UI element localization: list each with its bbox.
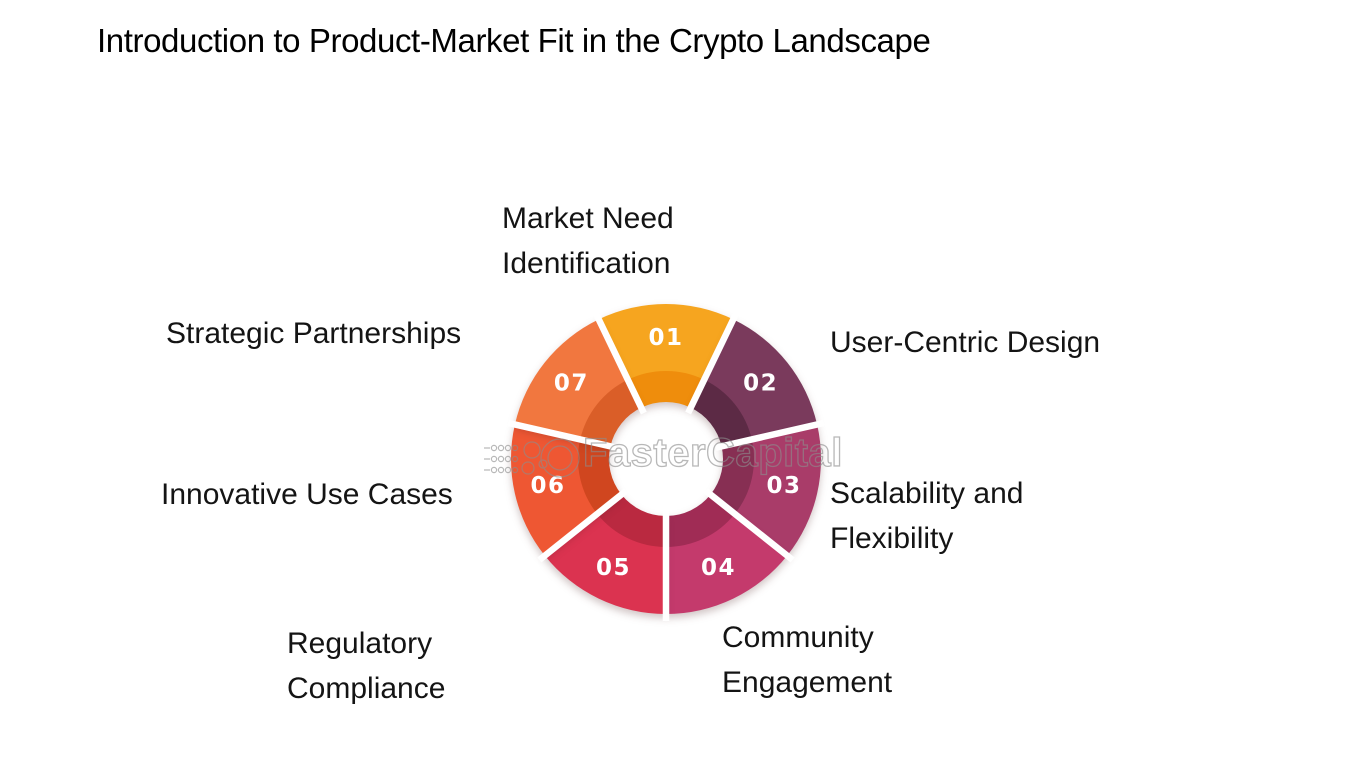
segment-separator bbox=[685, 311, 740, 415]
watermark: FasterCapital bbox=[484, 430, 843, 478]
segment-label-02: User-Centric Design bbox=[830, 320, 1100, 365]
donut-segment-01 bbox=[598, 303, 734, 408]
donut-segment-05-inner bbox=[597, 494, 666, 547]
donut-segment-03-outer bbox=[734, 424, 821, 556]
donut-segment-02-outer bbox=[703, 319, 818, 440]
fastercapital-logo-icon bbox=[484, 438, 580, 478]
segment-label-06: Innovative Use Cases bbox=[161, 472, 453, 517]
donut-segment-01-outer bbox=[598, 303, 734, 381]
segment-label-01-line1: Market Need bbox=[502, 202, 674, 235]
segment-label-04-line2: Engagement bbox=[722, 666, 893, 699]
segment-separator bbox=[537, 488, 629, 563]
segment-label-06-line1: Innovative Use Cases bbox=[161, 478, 453, 511]
donut-segment-05-outer bbox=[544, 513, 666, 614]
segment-number-01: 01 bbox=[648, 325, 683, 351]
donut-segment-03 bbox=[710, 424, 821, 556]
donut-segment-01-inner bbox=[627, 371, 705, 408]
donut-segment-04-inner bbox=[666, 494, 735, 547]
segment-label-01-line2: Identification bbox=[502, 247, 671, 280]
donut-segment-07-inner bbox=[580, 379, 642, 447]
donut-segment-06 bbox=[511, 424, 622, 556]
segment-number-07: 07 bbox=[554, 371, 589, 397]
donut-segment-06-outer bbox=[511, 424, 598, 556]
segment-separator bbox=[507, 419, 618, 451]
segment-label-05-line2: Compliance bbox=[287, 672, 446, 705]
donut-segment-04 bbox=[666, 494, 788, 614]
segment-number-03: 03 bbox=[766, 473, 801, 499]
segment-label-03-line2: Flexibility bbox=[830, 522, 954, 555]
segment-label-02-line1: User-Centric Design bbox=[830, 326, 1101, 359]
segment-separator bbox=[703, 488, 795, 563]
donut-segment-02-inner bbox=[690, 379, 752, 447]
segment-label-07-line1: Strategic Partnerships bbox=[166, 317, 462, 350]
segment-label-04-line1: Community bbox=[722, 621, 874, 654]
segment-label-05-line1: Regulatory bbox=[287, 627, 433, 660]
watermark-text: FasterCapital bbox=[583, 431, 843, 475]
segment-number-04: 04 bbox=[701, 555, 736, 581]
segment-separator bbox=[714, 419, 825, 451]
segment-number-02: 02 bbox=[743, 371, 778, 397]
segment-label-03-line1: Scalability and bbox=[830, 477, 1024, 510]
donut-segment-05 bbox=[544, 494, 666, 614]
donut-segment-04-outer bbox=[666, 513, 788, 614]
donut-segment-03-inner bbox=[710, 439, 754, 514]
segment-label-07: Strategic Partnerships bbox=[166, 311, 461, 356]
segment-separator bbox=[592, 311, 647, 415]
segment-number-05: 05 bbox=[596, 555, 631, 581]
donut-segment-06-inner bbox=[578, 439, 622, 514]
page-title: Introduction to Product-Market Fit in th… bbox=[97, 22, 931, 59]
donut-segment-02 bbox=[690, 319, 818, 447]
donut-segment-07-outer bbox=[514, 319, 629, 440]
donut-segment-07 bbox=[514, 319, 642, 447]
